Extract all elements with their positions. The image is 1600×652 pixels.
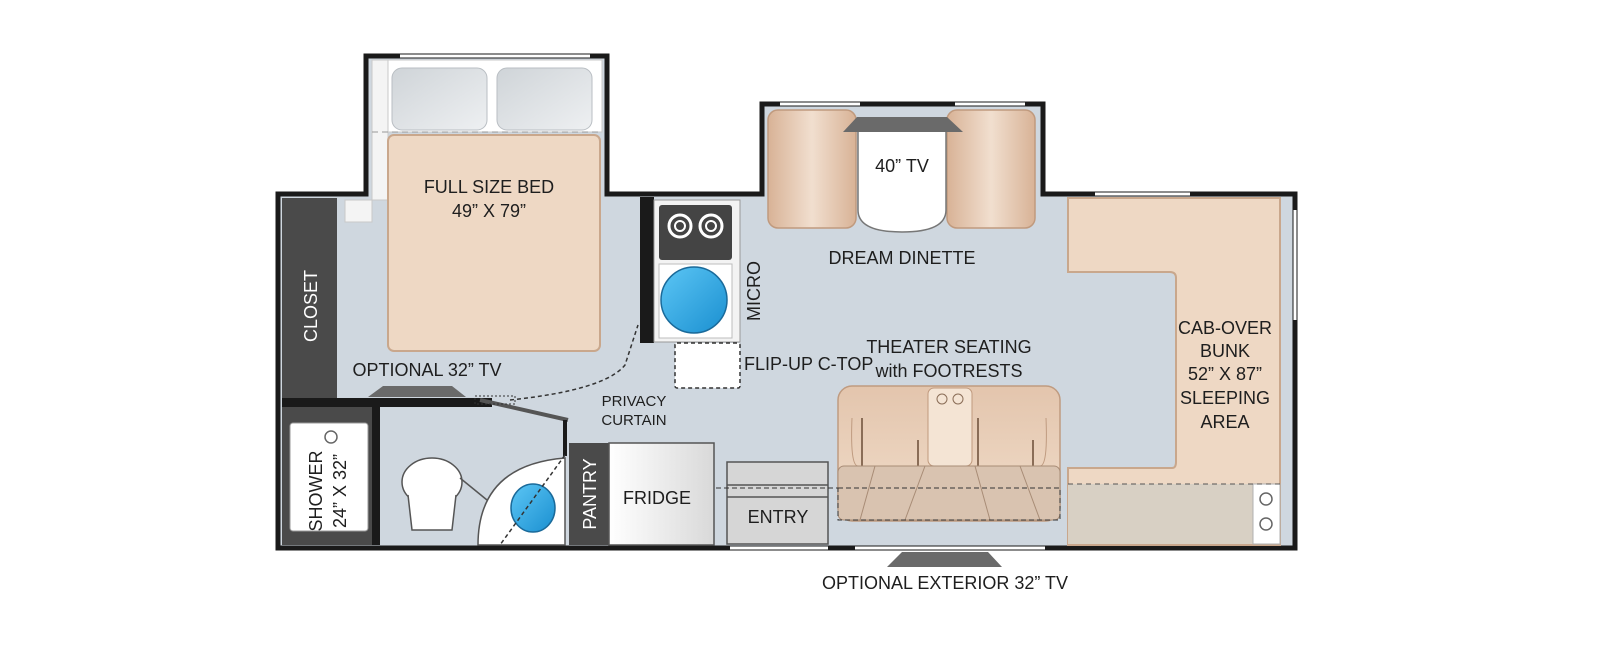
theater-label-line1: THEATER SEATING [866,337,1031,357]
bunk-label-line2: BUNK [1200,341,1250,361]
dinette-tv-label: 40” TV [875,156,929,176]
theater-seating [837,385,1061,522]
dinette-label: DREAM DINETTE [828,248,975,268]
bunk-label-line5: AREA [1200,412,1249,432]
bathroom [282,395,569,546]
fridge-label: FRIDGE [623,488,691,508]
fridge-pantry [569,442,715,546]
windows [400,54,1297,550]
closet [282,198,337,400]
shower-label-line2: 24” X 32” [330,454,350,528]
bath-entry-dash [499,454,566,546]
privacy-label-line2: CURTAIN [601,412,666,429]
bunk-label-line1: CAB-OVER [1178,318,1272,338]
optional-tv-label: OPTIONAL 32” TV [352,360,501,380]
bed-label-line2: 49” X 79” [452,201,526,221]
exterior-tv-label: OPTIONAL EXTERIOR 32” TV [822,573,1068,593]
optional-tv-icon [368,386,466,397]
micro-label: MICRO [744,261,764,321]
flip-up-label: FLIP-UP C-TOP [744,354,873,374]
privacy-curtain-path [509,324,639,401]
cab-over-bunk [1067,197,1281,546]
full-size-bed [344,59,603,352]
bed-label-line1: FULL SIZE BED [424,177,554,197]
entry [716,461,838,545]
outer-walls [275,53,1298,551]
galley [640,197,741,343]
privacy-label-line1: PRIVACY [602,393,667,410]
exterior-tv-icon [887,552,1002,567]
dream-dinette [767,109,1036,233]
galley-sink [660,266,728,334]
entry-label: ENTRY [748,507,809,527]
pantry-label: PANTRY [580,458,600,529]
closet-label: CLOSET [301,270,321,342]
bunk-label-line3: 52” X 87” [1188,364,1262,384]
theater-label-line2: with FOOTRESTS [874,361,1022,381]
shower-label-line1: SHOWER [306,450,326,531]
flip-up-countertop [674,342,741,389]
bunk-label-line4: SLEEPING [1180,388,1270,408]
